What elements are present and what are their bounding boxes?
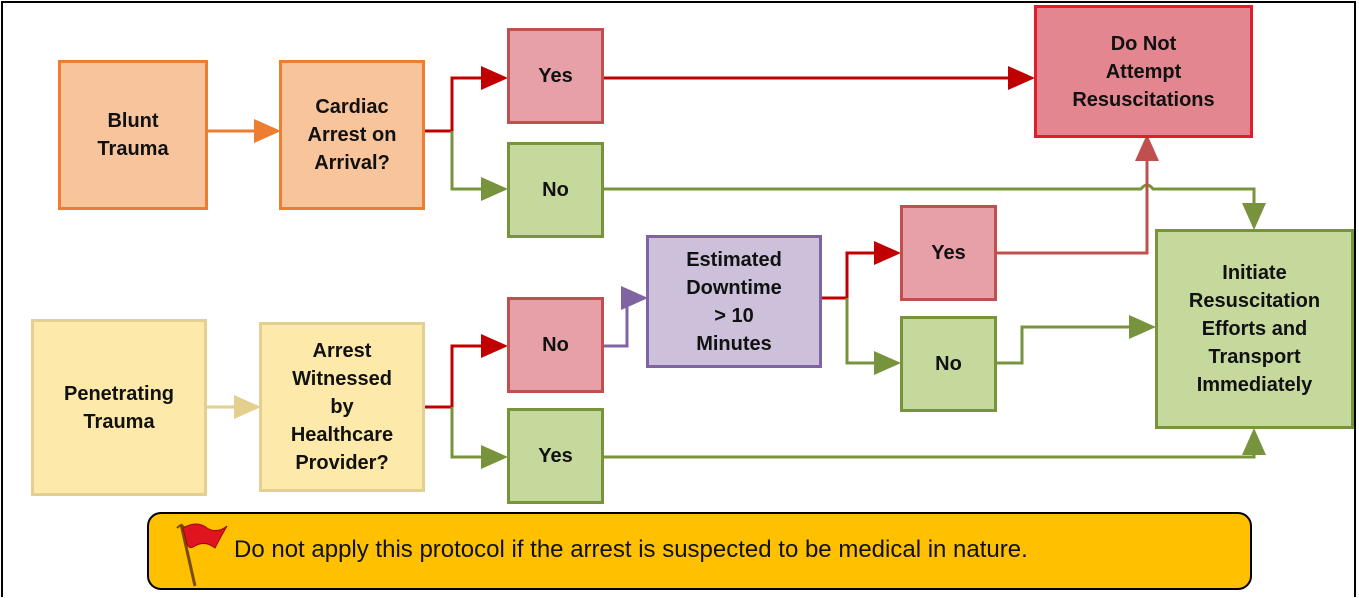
arrow-cardiac-to-yes (425, 66, 508, 133)
node-no-penetrating: No (507, 297, 604, 393)
node-no-downtime: No (900, 316, 997, 412)
node-penetrating-trauma: Penetrating Trauma (31, 319, 207, 496)
red-flag-icon (176, 523, 228, 587)
node-yes-top: Yes (507, 28, 604, 124)
arrow-witnessed-to-no (425, 334, 508, 409)
node-yes-penetrating: Yes (507, 408, 604, 504)
arrow-downtime-to-yes (822, 241, 901, 300)
node-blunt-trauma: Blunt Trauma (58, 60, 208, 210)
node-do-not-attempt: Do Not Attempt Resuscitations (1034, 5, 1253, 138)
arrow-no-to-downtime (604, 286, 648, 348)
arrow-yes-pen-to-initiate (604, 428, 1266, 459)
node-cardiac-arrest: Cardiac Arrest on Arrival? (279, 60, 425, 210)
node-arrest-witnessed: Arrest Witnessed by Healthcare Provider? (259, 322, 425, 492)
arrow-downtime-to-no (845, 298, 901, 375)
node-initiate-resuscitation: Initiate Resuscitation Efforts and Trans… (1155, 229, 1354, 429)
arrow-cardiac-to-no (450, 131, 508, 201)
note-text: Do not apply this protocol if the arrest… (234, 536, 1028, 563)
node-estimated-downtime: Estimated Downtime > 10 Minutes (646, 235, 822, 368)
arrow-no-down-to-initiate (997, 315, 1156, 365)
arrow-yes-down-to-dnar (997, 134, 1159, 255)
node-yes-downtime: Yes (900, 205, 997, 301)
node-no-top: No (507, 142, 604, 238)
warning-note: Do not apply this protocol if the arrest… (147, 512, 1252, 590)
arrow-witnessed-to-yes (450, 407, 508, 469)
